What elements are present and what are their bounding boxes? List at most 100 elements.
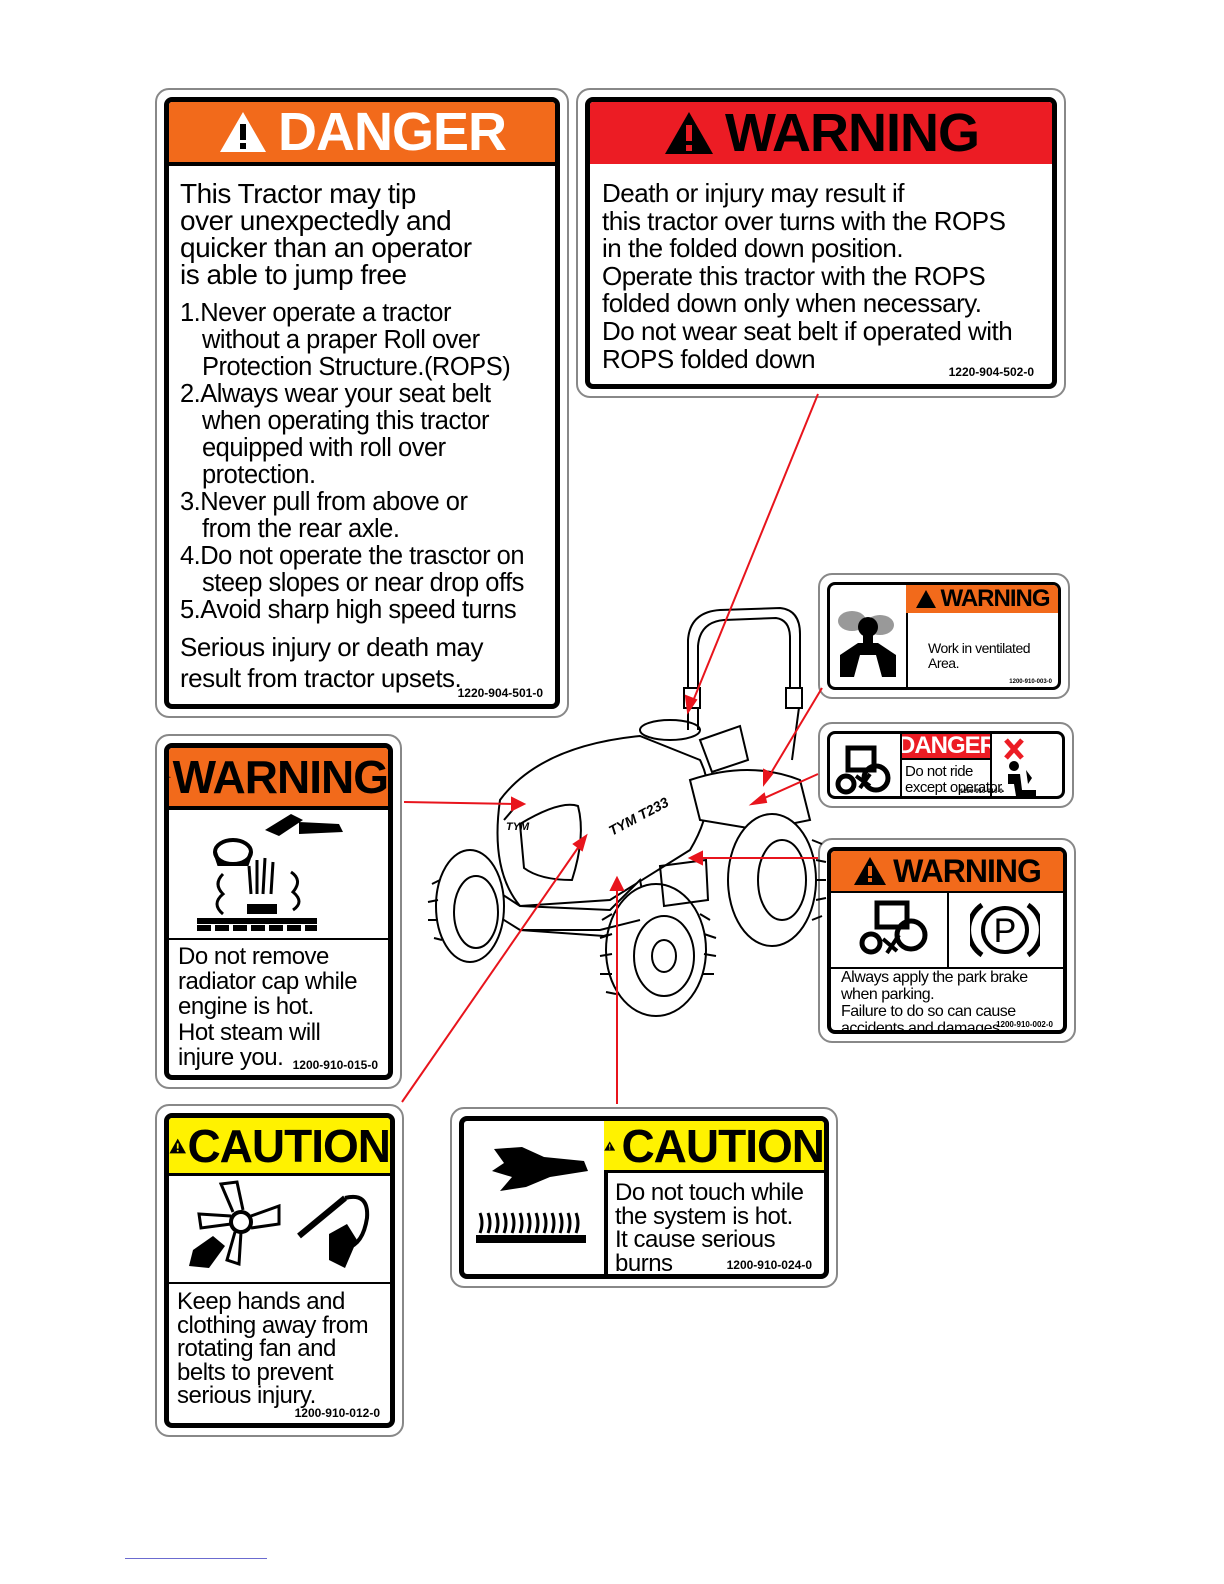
warning-triangle-icon bbox=[219, 112, 266, 152]
no-passenger-icon bbox=[992, 734, 1062, 796]
text-line: clothing away from bbox=[177, 1311, 369, 1339]
decal-caution-hot: CAUTION Do not touch while the system is… bbox=[450, 1107, 838, 1288]
decal-header: CAUTION bbox=[604, 1121, 824, 1173]
ventilated-text: Work in ventilated Area. bbox=[928, 640, 1031, 671]
list-item: 2.Always wear your seat belt bbox=[180, 380, 491, 408]
decal-caution-fan: CAUTION Keep hands and clothing away fro… bbox=[155, 1104, 404, 1437]
decal-header: WARNING bbox=[169, 748, 388, 810]
decal-warning-radiator: WARNING Do not remove radiator cap while… bbox=[155, 734, 402, 1089]
fan-text: Keep hands and clothing away from rotati… bbox=[177, 1288, 369, 1410]
text-line: radiator cap while bbox=[178, 968, 358, 996]
text-line: Do not ride bbox=[905, 763, 973, 780]
list-item: Protection Structure.(ROPS) bbox=[202, 353, 511, 381]
fan-belt-hazard-icon bbox=[169, 1176, 390, 1284]
list-item: protection. bbox=[202, 461, 316, 489]
text-line: serious injury. bbox=[177, 1382, 316, 1410]
decal-warning-park: WARNING P Always apply the park brake wh… bbox=[818, 838, 1076, 1043]
text-line: the system is hot. bbox=[615, 1202, 793, 1230]
hot-steam-cap-icon bbox=[169, 810, 388, 940]
list-item: 3.Never pull from above or bbox=[180, 488, 468, 516]
closing-line: Serious injury or death may bbox=[180, 632, 483, 662]
danger-closing: Serious injury or death may result from … bbox=[180, 632, 483, 694]
rops-text: Death or injury may result if this tract… bbox=[602, 178, 1013, 374]
part-number: 1200-910-024-0 bbox=[726, 1258, 812, 1272]
ride-text: Do not ride except operator. bbox=[905, 764, 1005, 796]
hot-surface-hand-icon bbox=[464, 1121, 608, 1274]
tractor-logo: TYM bbox=[506, 821, 530, 833]
list-item: from the rear axle. bbox=[202, 515, 400, 543]
text-line: when parking. bbox=[841, 986, 935, 1003]
park-brake-icon: P bbox=[947, 893, 1063, 969]
warning-triangle-icon bbox=[915, 590, 936, 608]
text-line: ROPS folded down bbox=[602, 343, 816, 374]
list-item: equipped with roll over bbox=[202, 434, 446, 462]
text-line: Death or injury may result if bbox=[602, 178, 904, 208]
decal-warning-rops: WARNING Death or injury may result if th… bbox=[576, 88, 1066, 398]
intro-line: over unexpectedly and bbox=[180, 205, 452, 236]
header-label: DANGER bbox=[277, 102, 507, 162]
park-text: Always apply the park brake when parking… bbox=[841, 969, 1028, 1034]
text-line: burns bbox=[615, 1249, 673, 1277]
list-item: when operating this tractor bbox=[202, 407, 490, 435]
warning-triangle-icon bbox=[665, 112, 713, 154]
warning-triangle-icon bbox=[604, 1140, 616, 1151]
text-line: It cause serious bbox=[615, 1226, 776, 1254]
text-line: injure you. bbox=[178, 1043, 284, 1071]
warning-triangle-icon bbox=[169, 1138, 187, 1153]
callout-arrow bbox=[401, 841, 583, 1103]
text-line: accidents and damages. bbox=[841, 1020, 1004, 1034]
text-line: Hot steam will bbox=[178, 1018, 321, 1046]
part-number: 1200-910-015-0 bbox=[292, 1058, 378, 1072]
intro-line: is able to jump free bbox=[180, 259, 407, 290]
decal-header: WARNING bbox=[831, 851, 1063, 893]
tractor-runaway-icon bbox=[831, 893, 949, 969]
text-line: rotating fan and bbox=[177, 1335, 336, 1363]
danger-list: 1.Never operate a tractor without a prap… bbox=[180, 299, 525, 624]
callout-arrow bbox=[690, 393, 819, 707]
text-line: except operator. bbox=[905, 779, 1005, 796]
text-line: Keep hands and bbox=[177, 1288, 345, 1315]
text-line: Do not touch while bbox=[615, 1179, 804, 1206]
warning-triangle-icon bbox=[854, 857, 887, 885]
list-item: 4.Do not operate the trasctor on bbox=[180, 542, 525, 570]
part-number: 1200-910-012-0 bbox=[294, 1406, 380, 1420]
decal-header: WARNING bbox=[590, 102, 1052, 164]
intro-line: This Tractor may tip bbox=[180, 178, 416, 209]
list-item: 5.Avoid sharp high speed turns bbox=[180, 596, 517, 624]
callout-arrow bbox=[767, 687, 823, 779]
part-number: 1200-910-016-0 bbox=[960, 789, 1003, 795]
part-number: 1200-910-002-0 bbox=[996, 1020, 1053, 1029]
header-label: WARNING bbox=[172, 751, 388, 803]
decal-header: DANGER bbox=[169, 102, 555, 166]
closing-line: result from tractor upsets. bbox=[180, 663, 462, 693]
decal-header: CAUTION bbox=[169, 1118, 390, 1176]
decal-danger-tip: DANGER This Tractor may tip over unexpec… bbox=[155, 88, 569, 718]
text-line: Work in ventilated bbox=[928, 640, 1031, 656]
part-number: 1220-904-502-0 bbox=[948, 365, 1034, 379]
header-label: WARNING bbox=[940, 585, 1051, 612]
list-item: steep slopes or near drop offs bbox=[202, 569, 524, 597]
header-label: CAUTION bbox=[621, 1119, 824, 1172]
danger-intro: This Tractor may tip over unexpectedly a… bbox=[180, 178, 472, 290]
text-line: belts to prevent bbox=[177, 1358, 334, 1386]
callout-arrow bbox=[403, 801, 519, 805]
text-line: Always apply the park brake bbox=[841, 969, 1028, 986]
header-label: WARNING bbox=[725, 103, 980, 163]
header-label: WARNING bbox=[893, 852, 1042, 889]
text-line: Failure to do so can cause bbox=[841, 1003, 1016, 1020]
warning-triangle-icon bbox=[169, 776, 171, 778]
decal-header: DANGER bbox=[898, 734, 997, 760]
fumes-person-icon bbox=[830, 585, 908, 687]
decal-danger-ride: DANGER Do not ride except operator. 1200… bbox=[818, 722, 1074, 808]
park-letter: P bbox=[994, 912, 1017, 950]
callout-arrow bbox=[759, 773, 819, 801]
part-number: 1200-910-003-0 bbox=[1009, 679, 1052, 685]
list-item: 1.Never operate a tractor bbox=[180, 299, 451, 327]
header-label: DANGER bbox=[898, 732, 997, 759]
text-line: Do not wear seat belt if operated with bbox=[602, 315, 1013, 346]
text-line: Area. bbox=[928, 655, 959, 671]
text-line: this tractor over turns with the ROPS bbox=[602, 205, 1006, 236]
text-line: Operate this tractor with the ROPS bbox=[602, 260, 986, 291]
part-number: 1220-904-501-0 bbox=[457, 686, 543, 700]
